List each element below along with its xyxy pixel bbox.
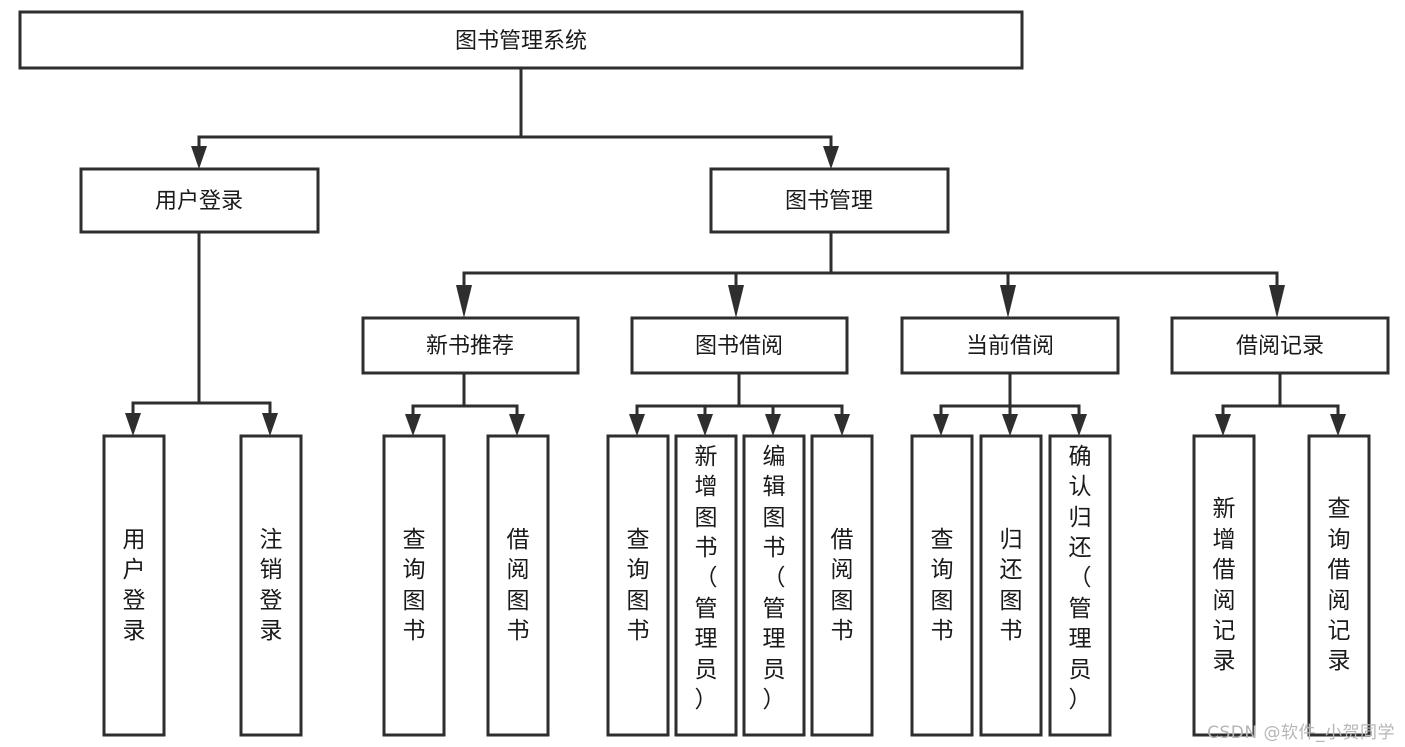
node-new-book-rec[interactable]: 新书推荐 (361, 316, 580, 375)
connector-book-manage-to-level3 (456, 230, 1285, 318)
node-new-book-rec-label: 新书推荐 (426, 334, 514, 359)
node-leaf-add-record-box[interactable] (1192, 434, 1256, 737)
node-book-borrow[interactable]: 图书借阅 (630, 316, 849, 375)
connector-book-borrow-to-leaves (629, 371, 850, 436)
node-root[interactable]: 图书管理系统 (18, 10, 1024, 70)
node-current-borrow[interactable]: 当前借阅 (900, 316, 1120, 375)
watermark-text: CSDN @软件_小贺同学 (1207, 723, 1395, 743)
node-root-label: 图书管理系统 (455, 29, 587, 54)
node-leaf-edit-book-box[interactable] (742, 434, 806, 737)
node-leaf-borrow-book-1-box[interactable] (486, 434, 550, 737)
arrowhead-leaf-query-record (1330, 414, 1346, 436)
arrowhead-leaf-add-record (1215, 414, 1231, 436)
arrowhead-book-manage (823, 146, 839, 169)
node-leaf-query-book-1-box[interactable] (382, 434, 446, 737)
connector-new-book-rec-to-leaves (405, 371, 525, 436)
node-user-login-label: 用户登录 (155, 189, 243, 214)
node-new-book-rec-box[interactable] (361, 316, 580, 375)
arrowhead-leaf-edit-book (765, 414, 781, 436)
arrowhead-leaf-add-book (697, 414, 713, 436)
node-leaf-user-login-box[interactable] (102, 434, 166, 737)
node-borrow-record-box[interactable] (1170, 316, 1390, 375)
arrowhead-leaf-user-login (125, 413, 141, 436)
node-book-manage[interactable]: 图书管理 (709, 167, 950, 234)
node-leaf-query-book-3-box[interactable] (910, 434, 974, 737)
connector-borrow-record-to-leaves (1215, 371, 1346, 436)
node-leaf-confirm-return-box[interactable] (1048, 434, 1112, 737)
node-book-borrow-box[interactable] (630, 316, 849, 375)
arrowhead-leaf-logout (262, 413, 278, 436)
arrowhead-leaf-confirm-return (1071, 414, 1087, 436)
arrowhead-leaf-query-book-2 (629, 414, 645, 436)
arrowhead-borrow-record (1269, 285, 1285, 318)
arrowhead-current-borrow (1000, 285, 1016, 318)
node-leaf-logout-box[interactable] (239, 434, 303, 737)
connector-user-login-to-leaves (125, 230, 278, 436)
arrowhead-user-login (191, 146, 207, 169)
node-current-borrow-box[interactable] (900, 316, 1120, 375)
node-user-login-box[interactable] (79, 167, 320, 234)
arrowhead-leaf-return-book (1002, 414, 1018, 436)
node-leaf-return-book-box[interactable] (979, 434, 1043, 737)
connector-root-to-level2 (191, 66, 839, 169)
arrowhead-leaf-query-book-3 (933, 414, 949, 436)
connector-current-borrow-to-leaves (933, 371, 1087, 436)
node-book-borrow-label: 图书借阅 (695, 334, 783, 359)
arrowhead-leaf-query-book-1 (405, 414, 421, 436)
arrowhead-leaf-borrow-book-2 (834, 414, 850, 436)
node-leaf-add-book-box[interactable] (674, 434, 738, 737)
arrowhead-book-borrow (728, 285, 744, 318)
node-borrow-record[interactable]: 借阅记录 (1170, 316, 1390, 375)
node-leaf-borrow-book-2-box[interactable] (810, 434, 874, 737)
node-leaf-query-record-box[interactable] (1307, 434, 1371, 737)
node-leaf-query-book-2-box[interactable] (606, 434, 670, 737)
node-root-box[interactable] (18, 10, 1024, 70)
arrowhead-new-book-rec (456, 285, 472, 318)
node-book-manage-box[interactable] (709, 167, 950, 234)
node-current-borrow-label: 当前借阅 (966, 334, 1054, 359)
node-book-manage-label: 图书管理 (785, 189, 873, 214)
node-borrow-record-label: 借阅记录 (1236, 334, 1324, 359)
arrowhead-leaf-borrow-book-1 (509, 414, 525, 436)
node-user-login[interactable]: 用户登录 (79, 167, 320, 234)
